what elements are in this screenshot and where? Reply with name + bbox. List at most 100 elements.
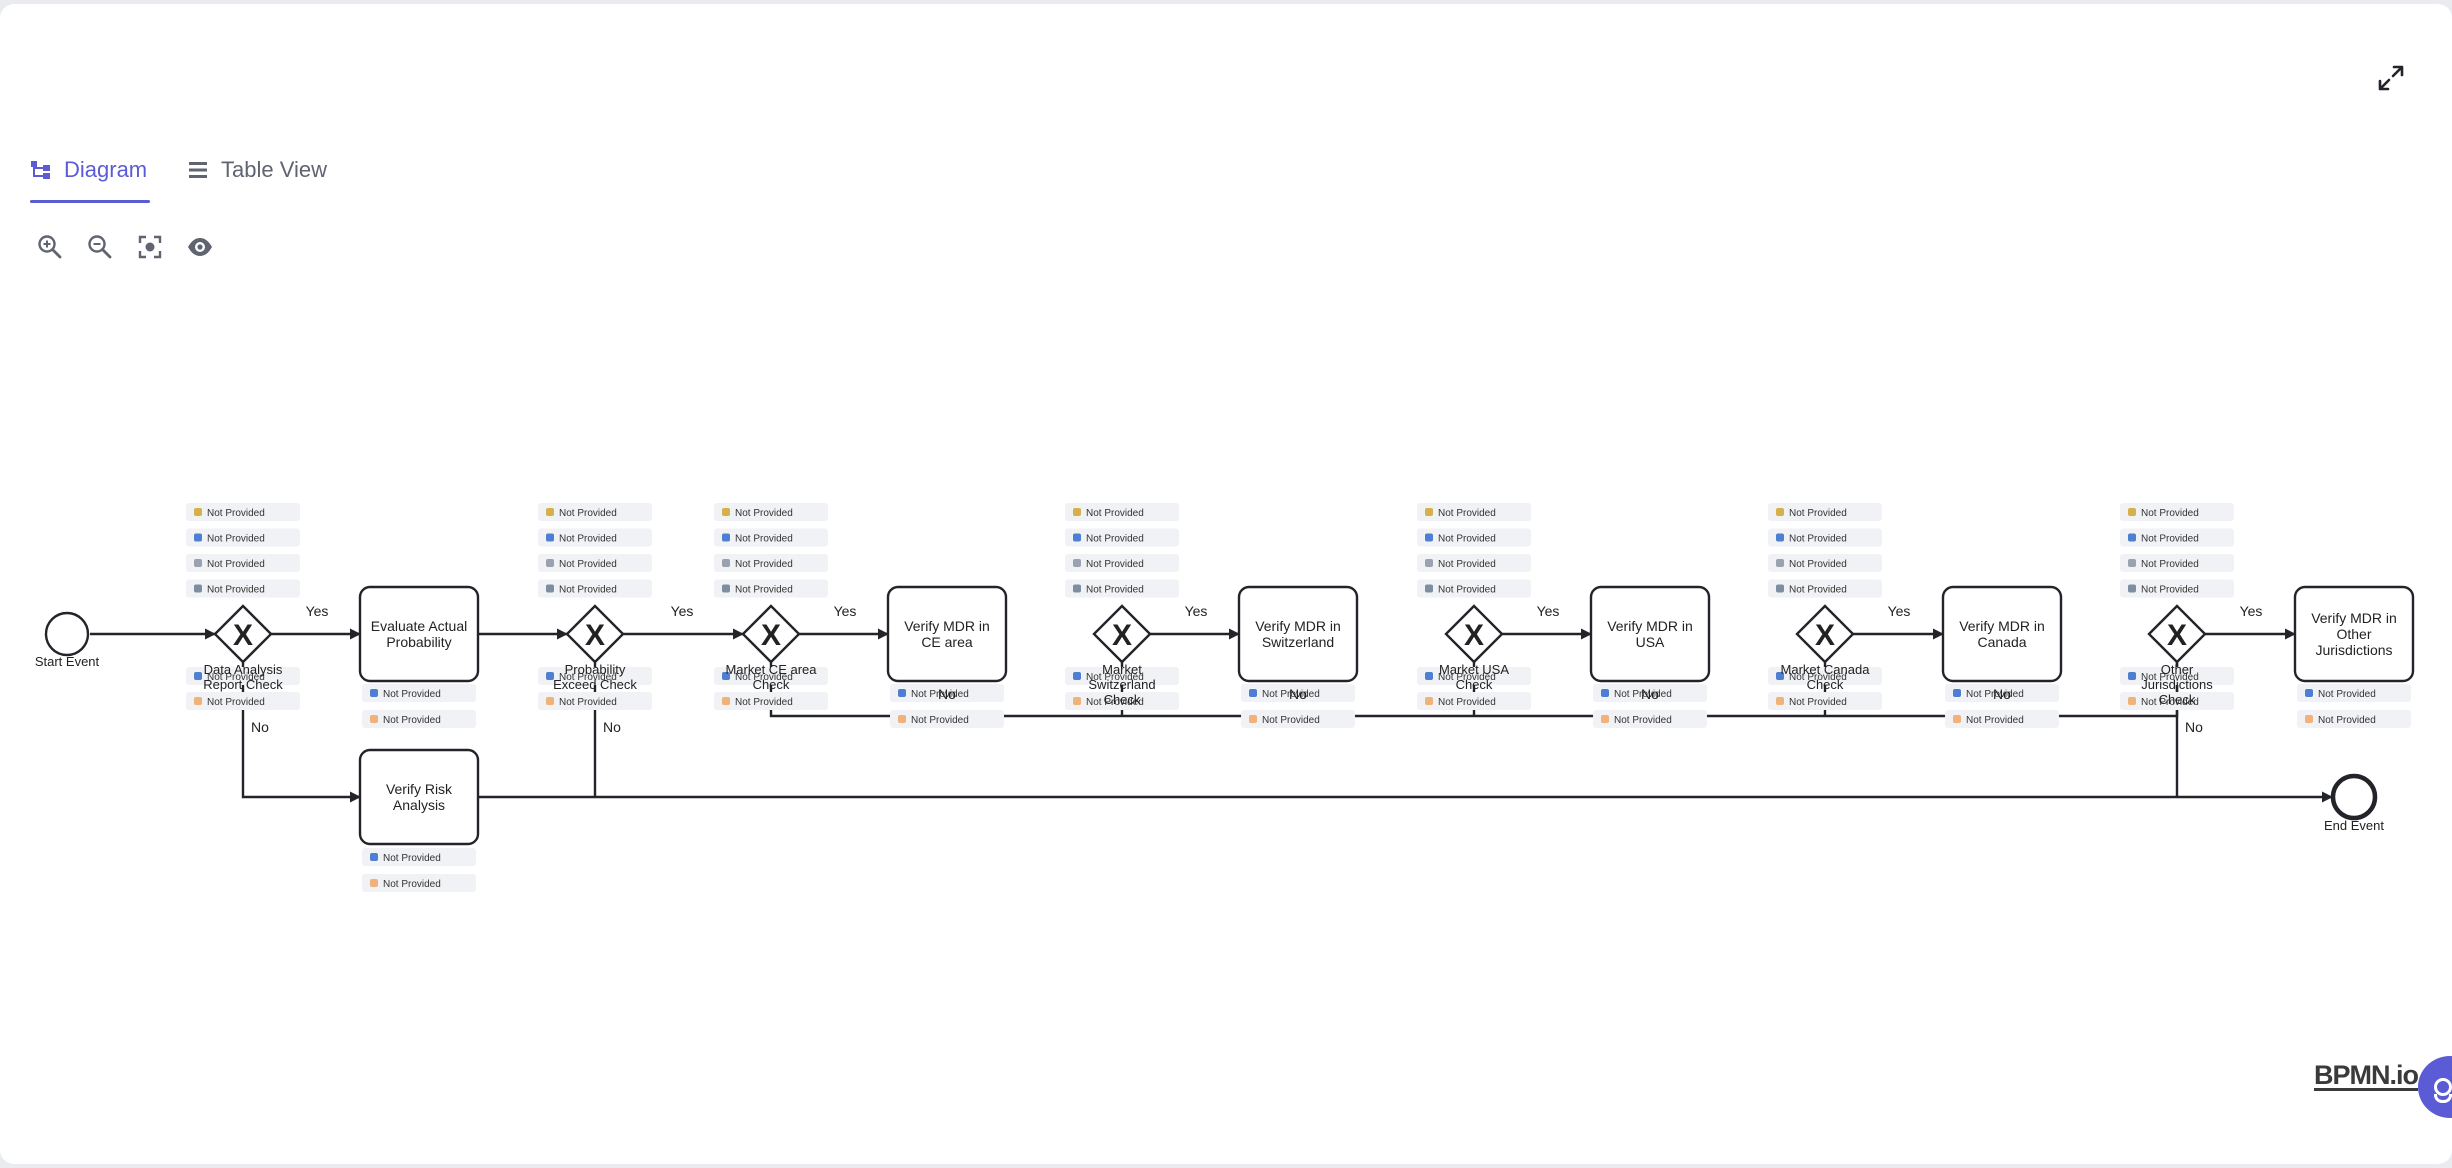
chip-text: Not Provided <box>2141 534 2199 545</box>
chip-icon <box>546 533 554 542</box>
zoom-out-icon[interactable] <box>86 233 114 261</box>
gateway-label: Other <box>2161 662 2194 677</box>
chip-text: Not Provided <box>1262 715 1320 726</box>
chip-text: Not Provided <box>559 559 617 570</box>
tab-table-view[interactable]: Table View <box>187 140 367 200</box>
gateway-g7 <box>2147 604 2207 664</box>
task-chip <box>2297 684 2411 702</box>
chip-text: Not Provided <box>1789 534 1847 545</box>
gateway-chip <box>1065 667 1179 685</box>
fullscreen-icon[interactable] <box>2374 61 2408 95</box>
task-label: CE area <box>921 634 973 650</box>
chip-icon <box>1425 584 1433 593</box>
chip-icon <box>1073 533 1081 542</box>
chip-text: Not Provided <box>383 853 441 864</box>
chip-text: Not Provided <box>735 559 793 570</box>
gateway-chip <box>1065 692 1179 710</box>
gateway-label: Probability <box>565 662 626 677</box>
gateway-chip <box>1065 528 1179 547</box>
task-label: Verify MDR in <box>904 618 990 634</box>
chip-icon <box>1073 559 1081 567</box>
gateway-x-icon: X <box>1112 619 1132 652</box>
end-event-label: End Event <box>2324 818 2384 833</box>
chip-text: Not Provided <box>1086 508 1144 519</box>
task-t1 <box>358 585 480 683</box>
chip-text: Not Provided <box>735 585 793 596</box>
chip-text: Not Provided <box>2141 585 2199 596</box>
gateway-chip <box>1768 528 1882 547</box>
chip-text: Not Provided <box>1086 672 1144 683</box>
chip-text: Not Provided <box>559 672 617 683</box>
chip-text: Not Provided <box>1966 689 2024 700</box>
chip-text: Not Provided <box>911 689 969 700</box>
fit-view-icon[interactable] <box>136 233 164 261</box>
gateway-g2 <box>565 604 625 664</box>
chip-text: Not Provided <box>1086 534 1144 545</box>
eye-icon[interactable] <box>186 233 214 261</box>
list-icon <box>187 159 209 181</box>
gateway-x-icon: X <box>2167 619 2187 652</box>
chip-text: Not Provided <box>383 715 441 726</box>
zoom-in-icon[interactable] <box>36 233 64 261</box>
tab-diagram[interactable]: Diagram <box>30 140 150 200</box>
task-label: Verify MDR in <box>1255 618 1341 634</box>
task-chip <box>1945 710 2059 728</box>
gateway-chip <box>1768 667 1882 685</box>
edge-label-yes: Yes <box>2240 603 2263 619</box>
task-chip <box>362 848 476 866</box>
chip-text: Not Provided <box>383 689 441 700</box>
task-chip <box>362 684 476 702</box>
gateway-chip <box>2120 692 2234 710</box>
chip-text: Not Provided <box>2141 697 2199 708</box>
diagram-icon <box>30 159 52 181</box>
chip-text: Not Provided <box>207 697 265 708</box>
task-label: Verify MDR in <box>1959 618 2045 634</box>
chip-text: Not Provided <box>1262 689 1320 700</box>
chip-text: Not Provided <box>2141 559 2199 570</box>
edge-label-yes: Yes <box>834 603 857 619</box>
chip-text: Not Provided <box>207 508 265 519</box>
gateway-chip <box>714 528 828 547</box>
task-t2 <box>886 585 1008 683</box>
gateway-chip <box>538 579 652 598</box>
task-chip <box>1593 684 1707 702</box>
gateway-x-icon: X <box>1464 619 1484 652</box>
chip-icon <box>194 508 202 516</box>
edge-label-yes: Yes <box>306 603 329 619</box>
edge-label-yes: Yes <box>1888 603 1911 619</box>
chip-text: Not Provided <box>207 559 265 570</box>
task-chip <box>2297 710 2411 728</box>
chip-text: Not Provided <box>1086 585 1144 596</box>
gateway-chip <box>714 667 828 685</box>
gateway-chip <box>714 692 828 710</box>
gateway-chip <box>1065 554 1179 572</box>
chip-text: Not Provided <box>559 534 617 545</box>
chip-icon <box>722 508 730 516</box>
chip-icon <box>898 689 906 697</box>
gateway-g5 <box>1444 604 1504 664</box>
gateway-chip <box>714 579 828 598</box>
bpmn-io-logo[interactable]: BPMN.io <box>2314 1060 2419 1090</box>
chip-icon <box>546 697 554 705</box>
task-label: Switzerland <box>1262 634 1334 650</box>
gateway-label: Market <box>1102 662 1142 677</box>
start-event <box>44 611 90 657</box>
chip-text: Not Provided <box>1789 559 1847 570</box>
chip-icon <box>2305 715 2313 723</box>
gateway-g6 <box>1795 604 1855 664</box>
gateway-chip <box>1417 554 1531 572</box>
chip-icon <box>1953 715 1961 723</box>
chip-icon <box>194 584 202 593</box>
chip-icon <box>722 697 730 705</box>
chip-text: Not Provided <box>207 672 265 683</box>
gateway-chip <box>538 554 652 572</box>
task-label: Canada <box>1977 634 2026 650</box>
start-event-label: Start Event <box>35 654 100 669</box>
gateway-chip <box>186 667 300 685</box>
task-label: Verify MDR in <box>2311 610 2397 626</box>
chip-icon <box>1425 559 1433 567</box>
chip-icon <box>1776 584 1784 593</box>
